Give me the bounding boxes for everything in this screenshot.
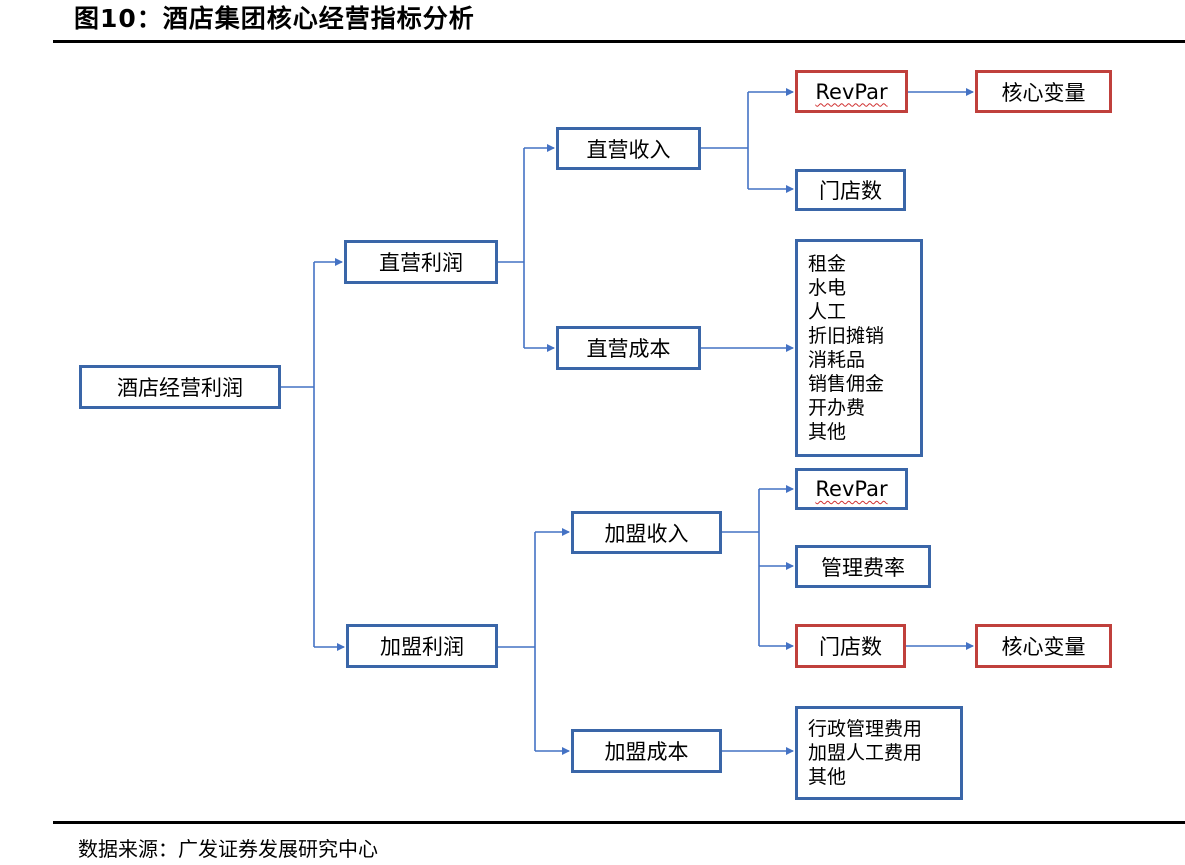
node-label: 直营成本 bbox=[586, 337, 671, 361]
connector-franchise-revenue-trunk bbox=[722, 489, 760, 646]
cost-item: 行政管理费用 bbox=[808, 718, 923, 740]
bottom-rule bbox=[53, 821, 1185, 824]
node-label: 加盟收入 bbox=[604, 521, 689, 546]
node-label: 加盟利润 bbox=[380, 635, 464, 659]
figure-title: 图10：酒店集团核心经营指标分析 bbox=[74, 4, 475, 33]
node-label: 直营收入 bbox=[586, 137, 671, 162]
node-hotel-operating-profit: 酒店经营利润 bbox=[79, 365, 281, 409]
node-franchise-revpar: RevPar bbox=[795, 468, 908, 510]
node-direct-revpar: RevPar bbox=[795, 70, 908, 113]
node-label: RevPar bbox=[815, 79, 888, 104]
cost-item: 其他 bbox=[808, 766, 847, 788]
node-franchise-revenue: 加盟收入 bbox=[571, 511, 722, 554]
node-label: 核心变量 bbox=[1001, 80, 1086, 105]
source-note: 数据来源：广发证券发展研究中心 bbox=[78, 837, 378, 861]
cost-item: 折旧摊销 bbox=[808, 325, 885, 347]
node-franchise-fee-rate: 管理费率 bbox=[795, 545, 931, 588]
cost-item: 消耗品 bbox=[808, 349, 866, 371]
cost-item: 水电 bbox=[808, 277, 847, 299]
cost-item: 加盟人工费用 bbox=[808, 742, 923, 764]
node-direct-core-variable: 核心变量 bbox=[975, 70, 1112, 113]
node-direct-store-count: 门店数 bbox=[795, 169, 906, 211]
connector-direct-profit-trunk bbox=[498, 148, 525, 348]
node-label: 管理费率 bbox=[821, 555, 905, 580]
node-franchise-core-variable: 核心变量 bbox=[975, 624, 1112, 668]
node-direct-cost-items: 租金 水电 人工 折旧摊销 消耗品 销售佣金 开办费 其他 bbox=[795, 239, 923, 457]
node-label: 酒店经营利润 bbox=[117, 376, 243, 400]
node-franchise-cost-items: 行政管理费用 加盟人工费用 其他 bbox=[795, 706, 963, 800]
connector-root-trunk bbox=[281, 262, 315, 647]
cost-item: 人工 bbox=[808, 301, 847, 323]
node-label: 门店数 bbox=[819, 635, 882, 659]
node-franchise-store-count: 门店数 bbox=[795, 624, 906, 668]
node-label: 门店数 bbox=[819, 179, 882, 203]
node-direct-profit: 直营利润 bbox=[344, 240, 498, 284]
cost-item: 开办费 bbox=[808, 397, 866, 419]
node-label: RevPar bbox=[815, 477, 888, 501]
node-label: 加盟成本 bbox=[604, 740, 689, 764]
node-label: 直营利润 bbox=[379, 251, 463, 275]
node-franchise-cost: 加盟成本 bbox=[571, 729, 722, 773]
cost-item: 销售佣金 bbox=[808, 373, 885, 395]
top-rule bbox=[53, 40, 1185, 43]
node-direct-revenue: 直营收入 bbox=[556, 127, 701, 170]
connector-franchise-profit-trunk bbox=[498, 532, 536, 751]
node-franchise-profit: 加盟利润 bbox=[346, 624, 498, 668]
connector-direct-revenue-trunk bbox=[701, 92, 749, 189]
node-direct-cost: 直营成本 bbox=[556, 326, 701, 370]
cost-item: 租金 bbox=[808, 253, 847, 275]
node-label: 核心变量 bbox=[1001, 635, 1086, 659]
cost-item: 其他 bbox=[808, 421, 847, 443]
